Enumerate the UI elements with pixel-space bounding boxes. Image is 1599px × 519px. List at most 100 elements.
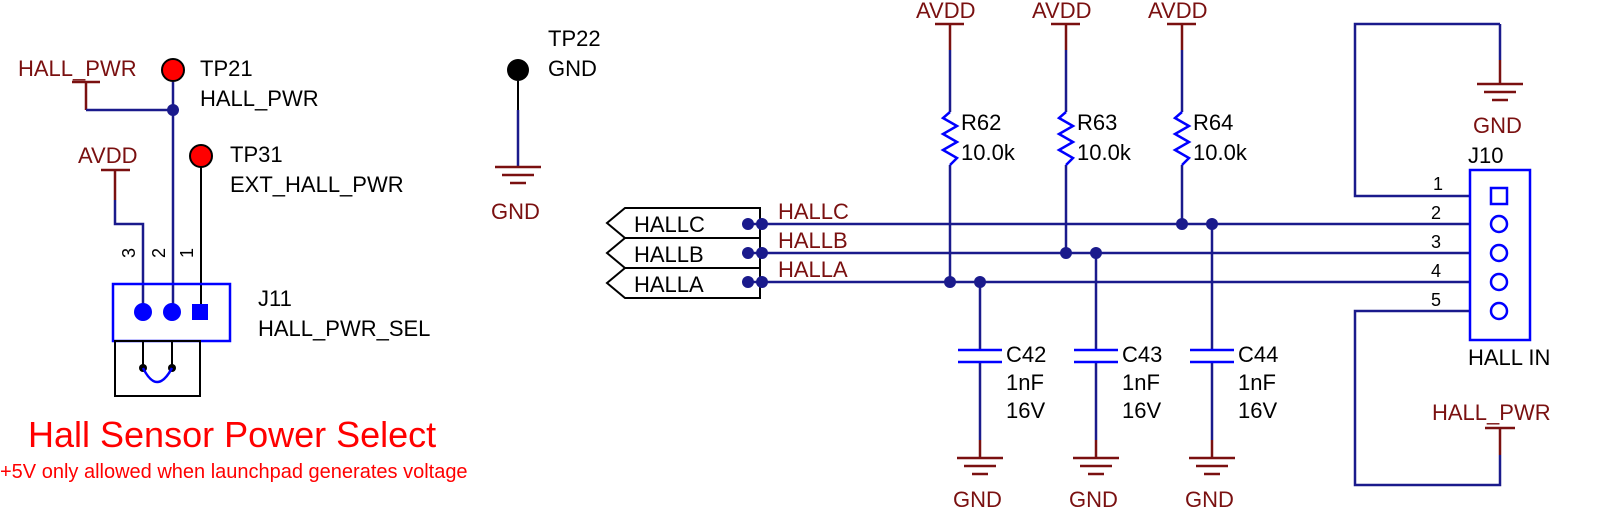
- wire-avdd-to-j11-pin3: [113, 200, 145, 308]
- junction-halla-port-a: [742, 276, 754, 288]
- j11-name: HALL_PWR_SEL: [258, 316, 430, 341]
- j11-shunt-legs: [142, 341, 173, 368]
- c42-ref: C42: [1006, 342, 1046, 367]
- j11-shunt-outline: [114, 340, 201, 397]
- tp21-ref: TP21: [200, 56, 253, 81]
- tp22-test-point: [507, 59, 529, 81]
- junction-hallb-port-a: [742, 247, 754, 259]
- tp22-block: TP22 GND GND: [491, 26, 601, 224]
- j10-pin1: [1489, 186, 1509, 206]
- r63-ref: R63: [1077, 110, 1117, 135]
- c44-capacitor: [1190, 348, 1234, 364]
- hall-pwr-power-symbol: [72, 80, 100, 110]
- c42-voltage: 16V: [1006, 398, 1045, 423]
- junction-tp21: [167, 104, 179, 116]
- section-title: Hall Sensor Power Select: [28, 414, 436, 455]
- avdd-j11-label: AVDD: [78, 143, 138, 168]
- pullup-resistors: AVDD R62 10.0k AVDD R63 10.0k AVDD R64 1…: [916, 0, 1248, 288]
- j10-pin5-number: 5: [1431, 290, 1441, 310]
- j11-pin2-number: 2: [149, 248, 169, 258]
- c44-value: 1nF: [1238, 370, 1276, 395]
- j11-pin3: [134, 303, 152, 321]
- j10-pin5: [1489, 301, 1509, 321]
- tp22-gnd-label: GND: [491, 199, 540, 224]
- c43-voltage: 16V: [1122, 398, 1161, 423]
- junction-r63-hallb: [1060, 247, 1072, 259]
- wire-j10-pin1-to-gnd: [1353, 22, 1500, 198]
- j10-pin1-number: 1: [1433, 174, 1443, 194]
- c42-capacitor: [958, 348, 1002, 364]
- port-halla-outline: [605, 267, 761, 299]
- r63-avdd-symbol: [1051, 22, 1080, 50]
- r62-avdd-label: AVDD: [916, 0, 976, 23]
- hall-pwr-select-block: HALL_PWR TP21 HALL_PWR AVDD TP31 EXT_HAL…: [18, 56, 430, 397]
- tp31-test-point: [189, 144, 213, 168]
- c42-value: 1nF: [1006, 370, 1044, 395]
- c43-gnd-symbol: [1073, 440, 1119, 476]
- avdd-j11-symbol: [101, 168, 130, 200]
- j10-body: [1468, 168, 1532, 342]
- r62-resistor: [940, 111, 960, 166]
- junction-hallb-port-b: [756, 247, 768, 259]
- filter-capacitors: C42 1nF 16V GND C43 1nF 16V GND C44 1nF …: [953, 218, 1278, 512]
- junction-halla-port-b: [756, 276, 768, 288]
- tp22-gnd-symbol: [495, 165, 541, 185]
- tp31-ref: TP31: [230, 142, 283, 167]
- net-hallb-label: HALLB: [778, 228, 848, 253]
- c43-ref: C43: [1122, 342, 1162, 367]
- c44-ref: C44: [1238, 342, 1278, 367]
- j10-pin4: [1489, 272, 1509, 292]
- tp22-label: GND: [548, 56, 597, 81]
- j10-gnd-symbol: [1477, 60, 1523, 102]
- wire-j10-pin5-to-hall-pwr: [1353, 309, 1502, 487]
- r63-resistor: [1056, 111, 1076, 166]
- hall-ports: HALLC HALLB HALLA: [605, 207, 761, 299]
- c43-value: 1nF: [1122, 370, 1160, 395]
- junction-r62-halla: [944, 276, 956, 288]
- j10-gnd-label: GND: [1473, 113, 1522, 138]
- r62-ref: R62: [961, 110, 1001, 135]
- j10-pin2-number: 2: [1431, 203, 1441, 223]
- port-hallb-outline: [605, 237, 761, 269]
- c42-gnd-symbol: [957, 440, 1003, 476]
- junction-r64-hallc: [1176, 218, 1188, 230]
- j10-pin3: [1489, 243, 1509, 263]
- r62-value: 10.0k: [961, 140, 1016, 165]
- port-halla-label: HALLA: [634, 272, 704, 297]
- j11-pin2: [163, 303, 181, 321]
- j10-pin2: [1489, 214, 1509, 234]
- r64-resistor: [1172, 111, 1192, 166]
- c44-gnd-symbol: [1189, 440, 1235, 476]
- j11-pin1-number: 1: [177, 248, 197, 258]
- j11-shunt-jumper: [141, 367, 174, 384]
- c44-gnd-label: GND: [1185, 487, 1234, 512]
- r63-avdd-label: AVDD: [1032, 0, 1092, 23]
- r62-avdd-symbol: [935, 22, 964, 50]
- r64-avdd-label: AVDD: [1148, 0, 1208, 23]
- net-hallc-label: HALLC: [778, 199, 849, 224]
- j10-pin3-number: 3: [1431, 232, 1441, 252]
- c43-capacitor: [1074, 348, 1118, 364]
- hall-pwr-power-label: HALL_PWR: [18, 56, 137, 81]
- c44-voltage: 16V: [1238, 398, 1277, 423]
- j11-ref: J11: [258, 286, 292, 311]
- j11-pin3-number: 3: [119, 248, 139, 258]
- r64-avdd-symbol: [1167, 22, 1196, 50]
- j10-ref: J10: [1468, 143, 1503, 168]
- tp21-label: HALL_PWR: [200, 86, 319, 111]
- j11-pin1: [192, 304, 208, 320]
- r64-value: 10.0k: [1193, 140, 1248, 165]
- r64-ref: R64: [1193, 110, 1233, 135]
- junction-hallc-port-a: [742, 218, 754, 230]
- c42-gnd-label: GND: [953, 487, 1002, 512]
- section-note: +5V only allowed when launchpad generate…: [0, 461, 468, 483]
- port-hallc-outline: [605, 207, 761, 239]
- j10-connector-block: GND HALL_PWR 1 2 3 4 5 J10 HALL IN: [1353, 22, 1551, 487]
- tp22-ref: TP22: [548, 26, 601, 51]
- port-hallb-label: HALLB: [634, 242, 704, 267]
- net-halla-label: HALLA: [778, 257, 848, 282]
- r63-value: 10.0k: [1077, 140, 1132, 165]
- j10-hall-pwr-symbol: [1485, 426, 1515, 455]
- j10-pin4-number: 4: [1431, 261, 1441, 281]
